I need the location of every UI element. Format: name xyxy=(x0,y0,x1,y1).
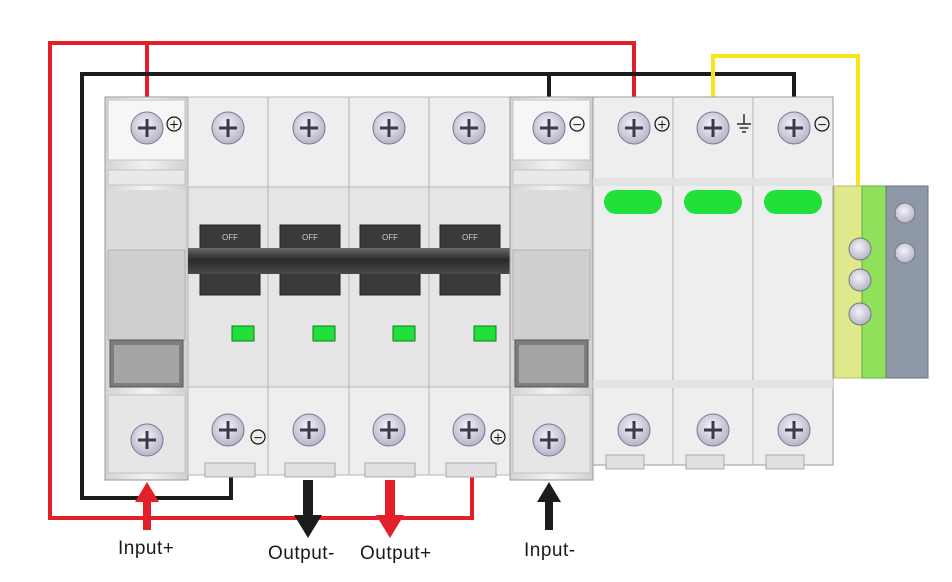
terminal-screw xyxy=(532,111,566,145)
arrows xyxy=(135,480,561,538)
plus-symbol: + xyxy=(493,431,503,445)
terminal-screw xyxy=(372,413,406,447)
switch-text: OFF xyxy=(222,233,238,242)
switch-text: OFF xyxy=(382,233,398,242)
spd-indicator xyxy=(764,190,822,214)
terminal-screw xyxy=(292,413,326,447)
status-indicator xyxy=(312,325,336,342)
terminal-screw xyxy=(777,111,811,145)
ground-symbol xyxy=(737,114,751,133)
terminal-screw xyxy=(211,111,245,145)
terminal-screw xyxy=(211,413,245,447)
output-plus-arrow xyxy=(376,480,404,538)
terminal-screw xyxy=(777,413,811,447)
input-minus-isolator xyxy=(509,96,594,481)
terminal-screw xyxy=(292,111,326,145)
surge-protector xyxy=(592,96,834,470)
ground-screw xyxy=(848,268,872,292)
status-indicator xyxy=(473,325,497,342)
terminal-screw xyxy=(532,423,566,457)
positive-wire-loop xyxy=(48,41,474,520)
terminal-screw xyxy=(452,111,486,145)
terminal-screw xyxy=(696,111,730,145)
terminal-screw xyxy=(130,111,164,145)
terminal-screw xyxy=(452,413,486,447)
terminal-screw xyxy=(130,423,164,457)
terminal-screw xyxy=(372,111,406,145)
output-minus-label: Output- xyxy=(268,543,335,564)
spd-indicator xyxy=(684,190,742,214)
input-plus-isolator xyxy=(104,96,189,481)
ground-terminal-block xyxy=(833,185,929,379)
spd-indicator xyxy=(604,190,662,214)
input-plus-label: Input+ xyxy=(118,538,175,559)
plus-symbol: + xyxy=(657,118,667,132)
ground-screw xyxy=(894,202,916,224)
input-minus-arrow xyxy=(537,482,561,530)
output-plus-label: Output+ xyxy=(360,543,432,564)
output-minus-arrow xyxy=(294,480,322,538)
polarity-symbols: + − + − − + xyxy=(166,114,830,445)
terminal-screw xyxy=(617,111,651,145)
switch-text: OFF xyxy=(462,233,478,242)
input-minus-label: Input- xyxy=(524,540,576,561)
plus-symbol: + xyxy=(169,118,179,132)
input-plus-arrow xyxy=(135,482,159,530)
status-indicator xyxy=(231,325,255,342)
switch-text: OFF xyxy=(302,233,318,242)
ground-screw xyxy=(848,237,872,261)
minus-symbol: − xyxy=(817,118,827,132)
minus-symbol: − xyxy=(572,118,582,132)
status-indicator xyxy=(392,325,416,342)
ground-screw xyxy=(894,242,916,264)
negative-wire-loop xyxy=(80,72,796,500)
minus-symbol: − xyxy=(253,431,263,445)
tie-bar xyxy=(188,248,510,274)
ground-wire xyxy=(711,54,860,195)
terminal-screws xyxy=(130,111,811,457)
terminal-screw xyxy=(617,413,651,447)
terminal-screw xyxy=(696,413,730,447)
ground-screw xyxy=(848,302,872,326)
